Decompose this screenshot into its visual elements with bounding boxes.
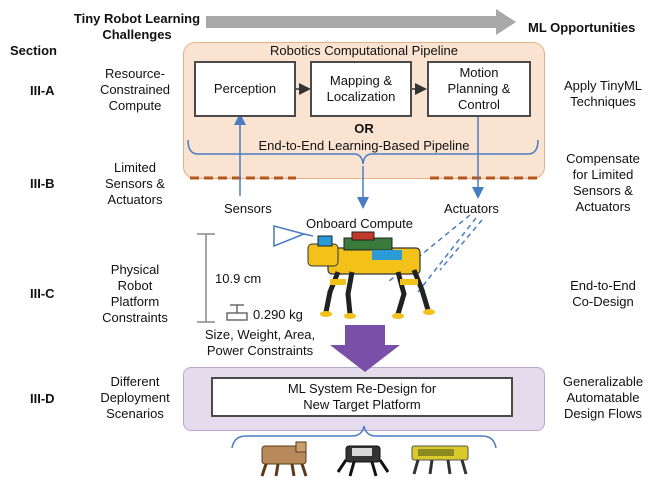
stage-planning: Motion Planning & Control <box>427 61 531 117</box>
sensor-cone <box>273 225 307 248</box>
or-label: OR <box>354 121 374 136</box>
opportunity-compensate: Compensate for Limited Sensors & Actuato… <box>566 151 640 214</box>
robot-platform-3 <box>411 445 469 475</box>
height-bracket <box>197 233 215 323</box>
opportunity-design-flows: Generalizable Automatable Design Flows <box>562 374 644 421</box>
section-iii-d: III-D <box>30 391 55 406</box>
redesign-box: ML System Re-Design for New Target Platf… <box>211 377 513 417</box>
pipeline-brace <box>187 139 539 165</box>
actuator-link-2 <box>417 217 477 293</box>
actuator-link-3 <box>439 219 483 271</box>
pipeline-title: Robotics Computational Pipeline <box>270 43 458 58</box>
challenge-sensors: Limited Sensors & Actuators <box>105 160 165 207</box>
robot-platform-2 <box>336 445 390 477</box>
header-opportunities: ML Opportunities <box>528 20 636 35</box>
challenge-compute: Resource- Constrained Compute <box>99 66 171 113</box>
scale-icon <box>226 304 248 321</box>
onboard-compute-label: Onboard Compute <box>306 216 413 231</box>
stage-mapping-label: Mapping & Localization <box>326 73 396 104</box>
weight-label: 0.290 kg <box>253 307 303 322</box>
stage-perception-label: Perception <box>213 81 277 96</box>
stage-perception: Perception <box>194 61 296 117</box>
constraints-label: Size, Weight, Area, Power Constraints <box>204 327 316 358</box>
section-iii-b: III-B <box>30 176 55 191</box>
stage-mapping: Mapping & Localization <box>310 61 412 117</box>
header-arrow <box>206 9 516 35</box>
robot-dog <box>307 231 435 319</box>
robot-platform-1 <box>260 441 308 477</box>
height-label: 10.9 cm <box>215 271 262 286</box>
actuators-label: Actuators <box>444 201 499 216</box>
challenge-platform: Physical Robot Platform Constraints <box>102 262 168 325</box>
opportunity-tinyml: Apply TinyML Techniques <box>563 78 643 109</box>
section-iii-c: III-C <box>30 286 55 301</box>
header-challenges: Tiny Robot Learning Challenges <box>73 11 201 42</box>
platforms-brace <box>231 425 497 449</box>
section-iii-a: III-A <box>30 83 55 98</box>
challenge-deployment: Different Deployment Scenarios <box>100 374 170 421</box>
header-section: Section <box>10 43 57 58</box>
stage-planning-label: Motion Planning & Control <box>447 65 511 112</box>
alt-pipeline-title: End-to-End Learning-Based Pipeline <box>258 138 470 153</box>
redesign-label: ML System Re-Design for New Target Platf… <box>287 381 437 412</box>
sensors-label: Sensors <box>224 201 272 216</box>
purple-down-arrow <box>330 325 400 372</box>
opportunity-codesign: End-to-End Co-Design <box>570 278 636 309</box>
